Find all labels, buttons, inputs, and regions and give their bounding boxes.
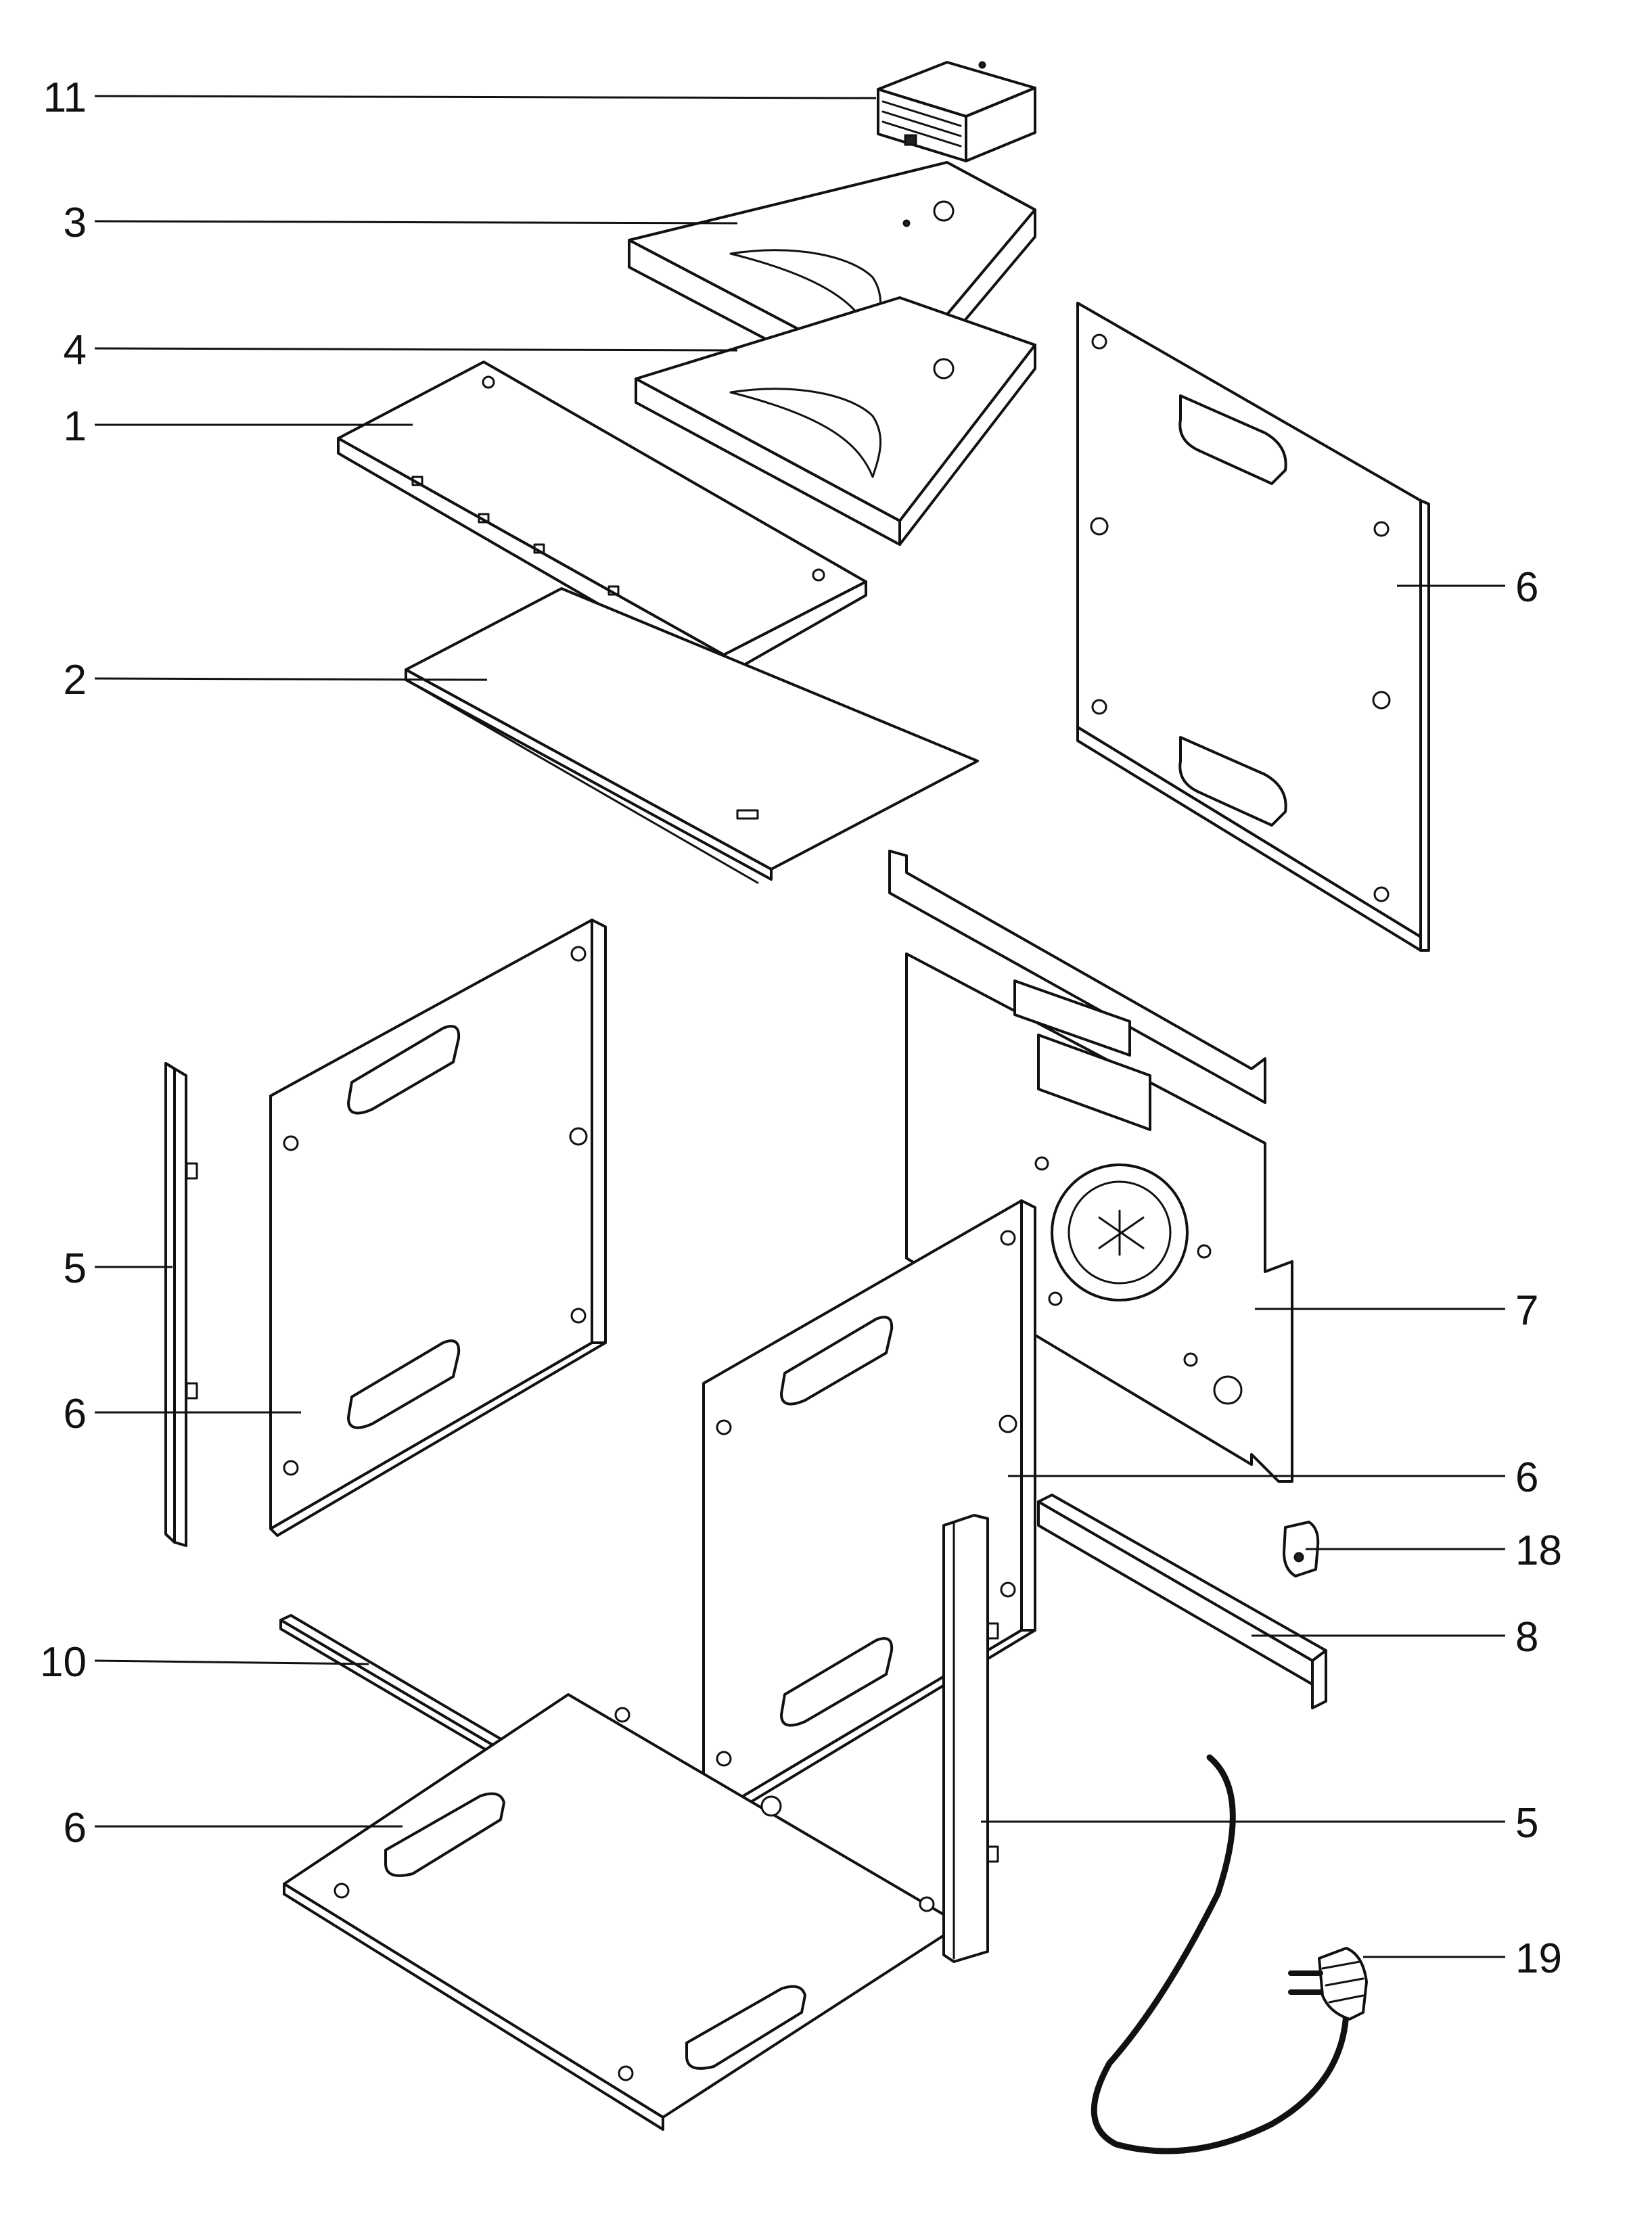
callout-8: 8 [1515, 1614, 1538, 1661]
leader-11 [94, 95, 877, 99]
leader-2 [94, 677, 488, 681]
callout-6-mid-left: 6 [64, 1391, 87, 1437]
leader-10 [94, 1659, 369, 1665]
callout-labels: 11 3 4 1 2 6 5 6 7 6 18 8 10 6 5 19 [40, 74, 1562, 1982]
part-6-floor-panel [283, 1693, 962, 2131]
part-5-edge-trim-left [164, 1062, 198, 1547]
callout-6-top-right: 6 [1515, 564, 1538, 611]
leader-3 [94, 220, 738, 225]
callout-11: 11 [43, 74, 87, 121]
callout-18: 18 [1515, 1527, 1562, 1574]
part-18-clip [1283, 1521, 1320, 1577]
callout-3: 3 [64, 200, 87, 246]
callout-4: 4 [64, 327, 87, 373]
callout-1: 1 [64, 403, 87, 450]
part-7-back-panel [888, 850, 1293, 1483]
callout-7: 7 [1515, 1287, 1538, 1334]
callout-6-bottom-left: 6 [64, 1805, 87, 1851]
callout-19: 19 [1515, 1935, 1562, 1982]
callout-5-left: 5 [64, 1245, 87, 1292]
part-4-lower-tray [635, 296, 1036, 546]
part-19-power-cord [1091, 1754, 1368, 2154]
callout-6-mid-right: 6 [1515, 1454, 1538, 1501]
callout-10: 10 [40, 1639, 87, 1686]
part-2-base-plate [405, 587, 979, 884]
part-6-side-panel-mid-left [269, 919, 607, 1537]
leader-4 [94, 347, 738, 352]
callout-2: 2 [64, 657, 87, 704]
part-8-trim-strip [1037, 1494, 1327, 1709]
callout-5-right: 5 [1515, 1800, 1538, 1847]
part-5-edge-trim-right [942, 1514, 999, 1963]
leader-lines [94, 95, 1505, 1958]
part-6-side-panel-upper-right [1076, 302, 1430, 952]
part-11-control-box [877, 61, 1036, 162]
